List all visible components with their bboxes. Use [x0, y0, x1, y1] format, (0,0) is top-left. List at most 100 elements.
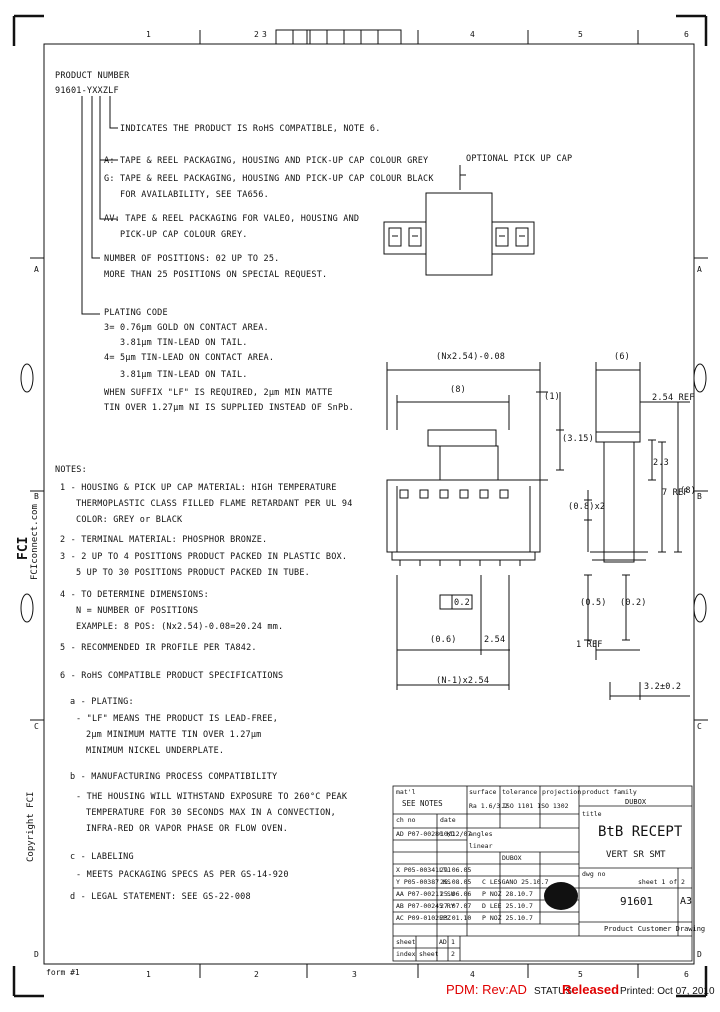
- note-6c-1: - MEETS PACKAGING SPECS AS PER GS-14-920: [76, 870, 289, 880]
- product-number-leaders: [81, 96, 118, 315]
- note-4: 4 - TO DETERMINE DIMENSIONS:: [60, 590, 209, 600]
- note-4b: N = NUMBER OF POSITIONS: [76, 606, 199, 616]
- dim-08x2: (0.8)x2: [568, 502, 606, 512]
- tb-mat-label: mat'l: [396, 788, 416, 796]
- sign-row-1: C LESGANO 25.10.7: [482, 878, 549, 886]
- frame-zone-ticks: [20, 29, 708, 978]
- dim-02: (0.2): [620, 598, 647, 608]
- dim-1: (1): [544, 392, 560, 402]
- frame-col-1-bottom: 1: [146, 970, 151, 979]
- dim-7-ref: 7 REF: [662, 488, 689, 498]
- tb-pf-value: DUBOX: [625, 798, 647, 806]
- sign-row-4: P NOZ 25.10.7: [482, 914, 533, 922]
- plating-6: TIN OVER 1.27µm NI IS SUPPLIED INSTEAD O…: [104, 403, 354, 413]
- note-1c: COLOR: GREY or BLACK: [76, 515, 183, 525]
- positions-line-1: NUMBER OF POSITIONS: 02 UP TO 25.: [104, 254, 280, 264]
- frame-row-d-right: D: [697, 950, 702, 959]
- tb-title-1: BtB RECEPT: [598, 824, 683, 840]
- rev-row-1-date: 29.06.05: [440, 866, 472, 874]
- frame-row-b-right: B: [697, 492, 702, 501]
- front-view: [386, 362, 564, 690]
- frame-row-c: C: [34, 722, 39, 731]
- tb-tol-value: ISO 1101 ISO 1302: [502, 802, 569, 810]
- side-url: FCIconnect.com: [30, 504, 40, 580]
- plating-1: 3= 0.76µm GOLD ON CONTACT AREA.: [104, 323, 269, 333]
- tb-mat-value: SEE NOTES: [402, 799, 443, 808]
- frame-col-5-bottom: 5: [578, 970, 583, 979]
- rev-row-1: X P05-00341LTJ: [396, 866, 451, 874]
- frame-col-1: 1: [146, 30, 151, 39]
- notes-title: NOTES:: [55, 465, 87, 475]
- lf-note: INDICATES THE PRODUCT IS RoHS COMPATIBLE…: [120, 124, 381, 134]
- frame-col-4: 4: [470, 30, 475, 39]
- tb-dwg-label: dwg no: [582, 870, 606, 878]
- sign-row-2: P NOZ 28.10.7: [482, 890, 533, 898]
- tb-sheet-2: 2: [451, 950, 455, 958]
- tb-surface-label: surface: [469, 788, 497, 796]
- note-1b: THERMOPLASTIC CLASS FILLED FLAME RETARDA…: [76, 499, 353, 509]
- plating-5: WHEN SUFFIX "LF" IS REQUIRED, 2µm MIN MA…: [104, 388, 333, 398]
- tb-chno-header: ch no: [396, 816, 416, 824]
- rev-row-3-date: 25.06.06: [440, 890, 472, 898]
- printed-date: Printed: Oct 07, 2010: [620, 986, 715, 997]
- tb-tol-label: tolerance: [502, 788, 538, 796]
- dim-32: 3.2±0.2: [644, 682, 682, 692]
- note-6a: a - PLATING:: [70, 697, 134, 707]
- note-1: 1 - HOUSING & PICK UP CAP MATERIAL: HIGH…: [60, 483, 337, 493]
- rev-row-0: AD P07-00280 KD: [396, 830, 455, 838]
- tb-sheet-label-2: sheet: [419, 950, 439, 958]
- note-6b-1: - THE HOUSING WILL WITHSTAND EXPOSURE TO…: [76, 792, 348, 802]
- option-a: A: TAPE & REEL PACKAGING, HOUSING AND PI…: [104, 156, 429, 166]
- dim-1-ref: 1 REF: [576, 640, 603, 650]
- dim-overall: (Nx2.54)-0.08: [436, 352, 506, 362]
- dim-254-ref: 2.54 REF: [652, 393, 695, 403]
- tb-index-value: AD: [439, 938, 447, 946]
- dim-23: 2.3: [653, 458, 669, 468]
- note-6d: d - LEGAL STATEMENT: SEE GS-22-008: [70, 892, 251, 902]
- note-6: 6 - RoHS COMPATIBLE PRODUCT SPECIFICATIO…: [60, 671, 284, 681]
- tb-linear: linear: [469, 842, 493, 850]
- tb-type: Product Customer Drawing: [604, 925, 706, 933]
- tb-proj-label: projection: [542, 788, 582, 796]
- tb-pf-label: product family: [582, 788, 637, 796]
- frame-col-4-bottom: 4: [470, 970, 475, 979]
- frame-col-2: 2: [254, 30, 259, 39]
- tb-sheet: sheet 1 of 2: [638, 878, 685, 886]
- frame-row-c-right: C: [697, 722, 702, 731]
- form-number: form #1: [46, 968, 80, 977]
- tb-surface-value: Ra 1.6/3.2: [469, 802, 509, 810]
- tb-index-label: index: [396, 950, 416, 958]
- status-label: STATUS: [534, 986, 572, 997]
- status-value: Released: [562, 982, 620, 997]
- note-6a-3: MINIMUM NICKEL UNDERPLATE.: [86, 746, 225, 756]
- tb-title-label: title: [582, 810, 602, 818]
- dim-flatness: 0.2: [454, 598, 470, 608]
- frame-col-6: 6: [684, 30, 689, 39]
- positions-line-2: MORE THAN 25 POSITIONS ON SPECIAL REQUES…: [104, 270, 328, 280]
- dim-254: 2.54: [484, 635, 506, 645]
- option-av: AV: TAPE & REEL PACKAGING FOR VALEO, HOU…: [104, 214, 360, 224]
- fci-logo-side: FCI: [16, 536, 31, 560]
- side-view: [584, 362, 690, 700]
- pdm-revision: PDM: Rev:AD: [446, 982, 527, 997]
- rev-row-4: AB P07-00245 RY: [396, 902, 455, 910]
- frame-row-d: D: [34, 950, 39, 959]
- title-block-lines: [392, 785, 693, 962]
- frame-col-6-bottom: 6: [684, 970, 689, 979]
- frame-col-3: 3: [262, 30, 267, 39]
- tb-dwg-no: 91601: [620, 895, 654, 908]
- plating-3: 4= 5µm TIN-LEAD ON CONTACT AREA.: [104, 353, 275, 363]
- note-6b: b - MANUFACTURING PROCESS COMPATIBILITY: [70, 772, 278, 782]
- frame-col-2-bottom: 2: [254, 970, 259, 979]
- sign-row-0: DUBOX: [502, 854, 522, 862]
- product-number-title: PRODUCT NUMBER: [55, 71, 130, 81]
- tb-sheet-1: 1: [451, 938, 455, 946]
- dim-8: (8): [450, 385, 466, 395]
- tb-title-2: VERT SR SMT: [606, 850, 666, 860]
- rev-row-2-date: 25.08.05: [440, 878, 472, 886]
- top-view: [383, 165, 535, 276]
- frame-col-3-bottom: 3: [352, 970, 357, 979]
- dim-n1: (N-1)x2.54: [436, 676, 490, 686]
- dim-315: (3.15): [562, 434, 594, 444]
